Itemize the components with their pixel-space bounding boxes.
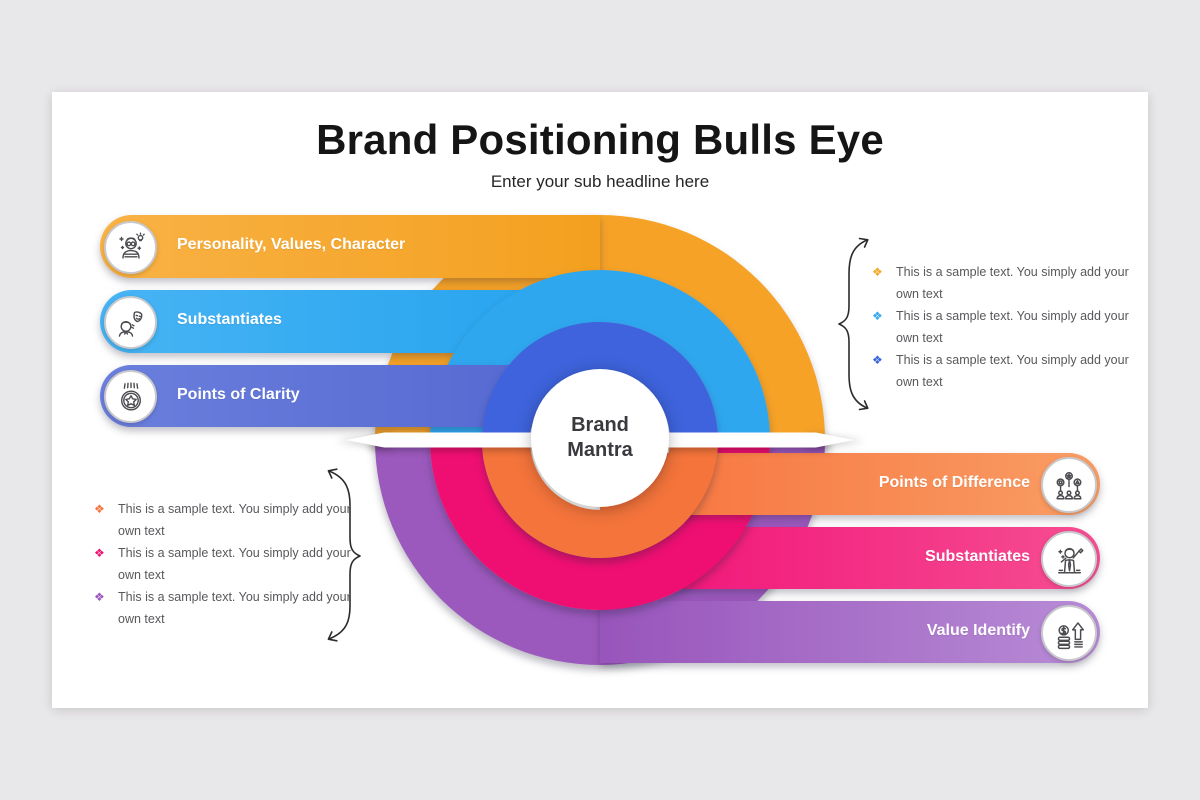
note-text: This is a sample text. You simply add yo… (896, 265, 1129, 301)
note-item: ❖ This is a sample text. You simply add … (94, 586, 352, 630)
bar-label-personality: Personality, Values, Character (177, 236, 406, 253)
center-circle-label: Brand Mantra (567, 414, 633, 461)
diamond-bullet-icon: ❖ (872, 309, 883, 323)
theater-masks-badge (104, 296, 157, 349)
bar-points-of-clarity (100, 365, 600, 427)
team-ideas-badge (1041, 457, 1097, 513)
celebrating-person-badge (1041, 531, 1097, 587)
ring-top-middle (430, 270, 770, 440)
bar-label-substantiates-bottom: Substantiates (925, 548, 1030, 565)
ring-bottom-middle (430, 440, 770, 610)
diamond-bullet-icon: ❖ (94, 546, 105, 560)
note-item: ❖ This is a sample text. You simply add … (872, 305, 1130, 349)
note-item: ❖ This is a sample text. You simply add … (872, 261, 1130, 305)
bar-label-substantiates-top: Substantiates (177, 311, 282, 328)
right-notes: ❖ This is a sample text. You simply add … (872, 261, 1130, 393)
personality-icon (118, 232, 145, 259)
note-text: This is a sample text. You simply add yo… (118, 502, 351, 538)
left-notes: ❖ This is a sample text. You simply add … (94, 498, 352, 630)
page-title: Brand Positioning Bulls Eye (316, 116, 884, 163)
bar-points-of-difference (600, 453, 1100, 515)
bar-label-points-of-clarity: Points of Clarity (177, 386, 300, 403)
coins-growth-badge (1041, 605, 1097, 661)
note-item: ❖ This is a sample text. You simply add … (94, 498, 352, 542)
right-notes-brace (838, 237, 869, 411)
personality-badge (104, 221, 157, 274)
bar-label-value-identify: Value Identify (926, 622, 1030, 639)
team-ideas-icon (1056, 472, 1082, 500)
note-item: ❖ This is a sample text. You simply add … (872, 349, 1130, 393)
diamond-bullet-icon: ❖ (94, 502, 105, 516)
diamond-bullet-icon: ❖ (94, 590, 105, 604)
celebrating-person-icon (1058, 547, 1084, 574)
left-notes-brace (327, 468, 361, 642)
star-badge-badge (104, 370, 157, 423)
note-text: This is a sample text. You simply add yo… (896, 353, 1129, 389)
star-badge-icon (120, 381, 141, 411)
ring-bottom-inner (482, 440, 718, 558)
bar-value-identify (600, 601, 1100, 663)
ring-top-inner (482, 322, 718, 440)
diamond-bullet-icon: ❖ (872, 265, 883, 279)
note-text: This is a sample text. You simply add yo… (118, 590, 351, 626)
note-text: This is a sample text. You simply add yo… (896, 309, 1129, 345)
note-item: ❖ This is a sample text. You simply add … (94, 542, 352, 586)
note-text: This is a sample text. You simply add yo… (118, 546, 351, 582)
coins-growth-icon (1057, 622, 1084, 650)
diamond-bullet-icon: ❖ (872, 353, 883, 367)
bar-personality (100, 215, 601, 278)
center-circle (531, 369, 669, 507)
bar-label-points-of-difference: Points of Difference (878, 474, 1030, 491)
page-subtitle: Enter your sub headline here (490, 172, 710, 191)
theater-masks-icon (118, 310, 142, 337)
